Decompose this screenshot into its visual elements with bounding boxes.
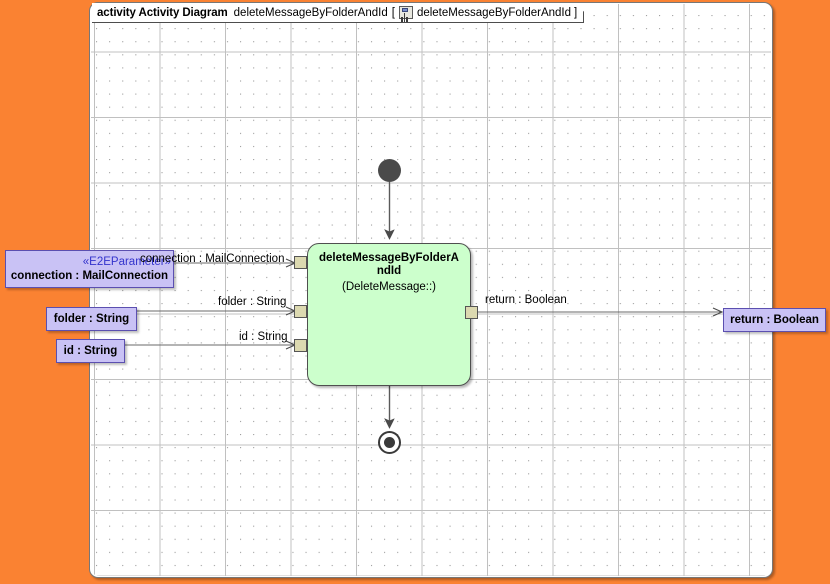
parameter-label: return : Boolean [730,314,819,326]
activity-node[interactable]: deleteMessageByFolderAndId (DeleteMessag… [307,243,471,386]
diagram-header-qualified-name: deleteMessageByFolderAndId [416,6,572,19]
activity-final-node[interactable] [378,431,401,454]
activity-diagram-icon [399,6,413,19]
diagram-header-tab[interactable]: activity Activity Diagram deleteMessageB… [92,3,584,23]
activity-node-qualifier: (DeleteMessage::) [342,281,436,293]
parameter-stereotype: «E2EParameter» [82,255,171,268]
edge-label-return: return : Boolean [485,294,567,306]
parameter-box-return[interactable]: return : Boolean [723,308,826,332]
parameter-label: connection : MailConnection [10,269,169,282]
parameter-box-folder[interactable]: folder : String [46,307,137,331]
parameter-box-connection[interactable]: «E2EParameter» connection : MailConnecti… [5,250,174,288]
input-pin-folder[interactable] [294,305,307,318]
edge-label-id: id : String [239,331,288,343]
output-pin-return[interactable] [465,306,478,319]
activity-node-title: deleteMessageByFolderAndId [319,252,459,277]
parameter-label: folder : String [53,313,130,325]
input-pin-id[interactable] [294,339,307,352]
edge-label-connection: connection : MailConnection [140,253,285,265]
edge-label-folder: folder : String [218,296,287,308]
parameter-label: id : String [63,345,118,357]
diagram-header-name: deleteMessageByFolderAndId [233,6,388,19]
diagram-header-bracket-close: ] [574,6,578,19]
parameter-box-id[interactable]: id : String [56,339,125,363]
input-pin-connection[interactable] [294,256,307,269]
diagram-header-keyword: activity Activity Diagram [97,6,228,19]
diagram-header-bracket-open: [ [391,6,395,19]
initial-node[interactable] [378,159,401,182]
diagram-canvas-frame[interactable] [89,2,773,578]
